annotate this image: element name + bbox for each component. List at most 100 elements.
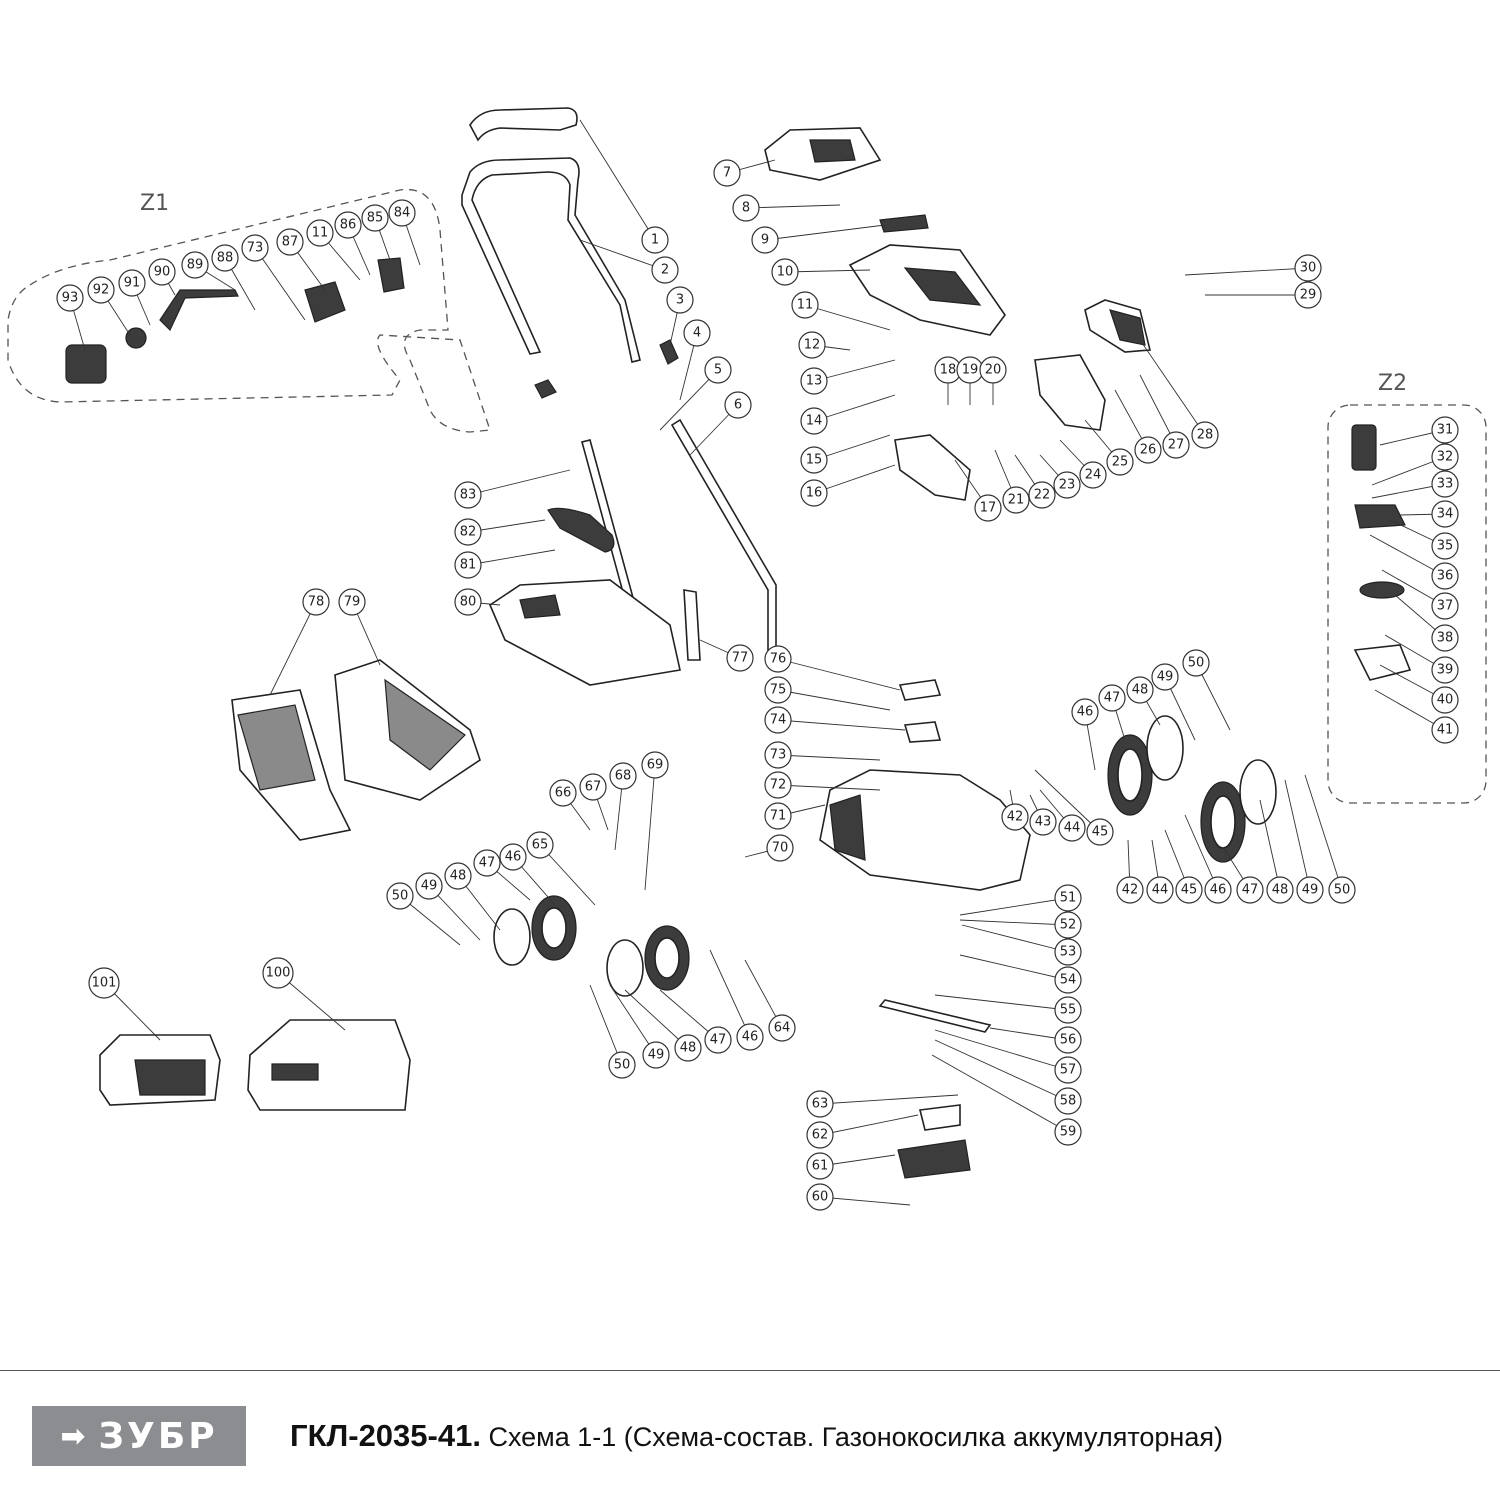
callout-circle	[1054, 1087, 1082, 1115]
callout-58: 58	[1054, 1087, 1082, 1115]
callout-45: 45	[1086, 818, 1114, 846]
callout-68: 68	[609, 762, 637, 790]
callout-circle	[974, 494, 1002, 522]
callout-circle	[1162, 431, 1190, 459]
callout-number: 43	[1035, 815, 1052, 830]
callout-circle	[651, 256, 679, 284]
callout-number: 48	[1272, 883, 1289, 898]
callout-circle	[338, 588, 366, 616]
callout-79: 79	[338, 588, 366, 616]
callout-circle	[1431, 562, 1459, 590]
callout-number: 91	[124, 276, 141, 291]
callout-86: 86	[334, 211, 362, 239]
callout-number: 75	[770, 683, 787, 698]
callout-circle	[118, 269, 146, 297]
leader-line-55	[934, 994, 1069, 1011]
callout-circle	[641, 751, 669, 779]
callout-35: 35	[1431, 532, 1459, 560]
callout-circle	[704, 356, 732, 384]
callout-circle	[1002, 486, 1030, 514]
blade-assembly	[878, 999, 992, 1179]
callout-69: 69	[641, 751, 669, 779]
callout-77: 77	[726, 644, 754, 672]
callout-number: 28	[1197, 428, 1214, 443]
callout-24: 24	[1079, 461, 1107, 489]
callout-circle	[806, 1183, 834, 1211]
callout-circle	[1431, 656, 1459, 684]
leader-line-5	[659, 369, 719, 431]
leader-line-53	[961, 924, 1069, 953]
callout-number: 93	[62, 291, 79, 306]
callout-number: 86	[340, 218, 357, 233]
callout-number: 1	[651, 233, 659, 248]
callout-4: 4	[683, 319, 711, 347]
callout-circle	[1054, 966, 1082, 994]
callout-circle	[148, 258, 176, 286]
callout-number: 56	[1060, 1033, 1077, 1048]
schema-description: Схема 1-1 (Схема-состав. Газонокосилка а…	[488, 1422, 1223, 1452]
callout-number: 32	[1437, 450, 1454, 465]
callout-46c: 46	[499, 843, 527, 871]
callout-number: 11	[312, 226, 329, 241]
callout-circle	[1431, 532, 1459, 560]
callout-number: 23	[1059, 478, 1076, 493]
callout-circle	[641, 226, 669, 254]
leader-line-62	[819, 1114, 919, 1136]
callout-circle	[56, 284, 84, 312]
callout-circle	[724, 391, 752, 419]
callout-number: 6	[734, 398, 742, 413]
callout-number: 33	[1437, 477, 1454, 492]
callout-67: 67	[579, 773, 607, 801]
zone-z1-label: Z1	[140, 191, 169, 216]
callout-70: 70	[766, 834, 794, 862]
callout-circle	[751, 226, 779, 254]
callout-63: 63	[806, 1090, 834, 1118]
callout-16: 16	[800, 479, 828, 507]
callout-circle	[1054, 1026, 1082, 1054]
callout-72: 72	[764, 771, 792, 799]
callout-101: 101	[88, 967, 120, 999]
callout-number: 40	[1437, 693, 1454, 708]
callout-39: 39	[1431, 656, 1459, 684]
leader-line-52	[959, 919, 1069, 926]
callout-81: 81	[454, 551, 482, 579]
callout-circle	[262, 957, 294, 989]
callout-10: 10	[771, 258, 799, 286]
callout-circle	[87, 276, 115, 304]
callout-7: 7	[713, 159, 741, 187]
callout-number: 45	[1181, 883, 1198, 898]
callout-number: 27	[1168, 438, 1185, 453]
callout-circle	[579, 773, 607, 801]
handle-assembly	[461, 107, 777, 663]
callout-number: 42	[1122, 883, 1139, 898]
callout-number: 48	[680, 1041, 697, 1056]
callout-44: 44	[1058, 814, 1086, 842]
leader-line-50d	[589, 984, 623, 1066]
callout-34: 34	[1431, 500, 1459, 528]
callout-number: 82	[460, 525, 477, 540]
callout-circle	[211, 244, 239, 272]
callout-number: 54	[1060, 973, 1077, 988]
callout-76: 76	[764, 645, 792, 673]
callout-12: 12	[798, 331, 826, 359]
leader-line-59	[931, 1054, 1069, 1133]
callout-circle	[473, 849, 501, 877]
callout-number: 44	[1152, 883, 1169, 898]
callout-circle	[683, 319, 711, 347]
callout-circle	[549, 779, 577, 807]
callout-number: 12	[804, 338, 821, 353]
logo-arrow-icon: ➡	[60, 1418, 89, 1454]
zone-z2-border	[1327, 404, 1487, 804]
callout-number: 73	[770, 748, 787, 763]
callout-80: 80	[454, 588, 482, 616]
callout-14: 14	[800, 407, 828, 435]
callout-number: 2	[661, 263, 669, 278]
callout-circle	[1054, 884, 1082, 912]
battery-and-charger	[99, 1019, 411, 1111]
callout-number: 29	[1300, 288, 1317, 303]
callout-91: 91	[118, 269, 146, 297]
callout-circle	[642, 1041, 670, 1069]
callout-number: 55	[1060, 1003, 1077, 1018]
callout-48d: 48	[674, 1034, 702, 1062]
callout-48: 48	[1126, 676, 1154, 704]
